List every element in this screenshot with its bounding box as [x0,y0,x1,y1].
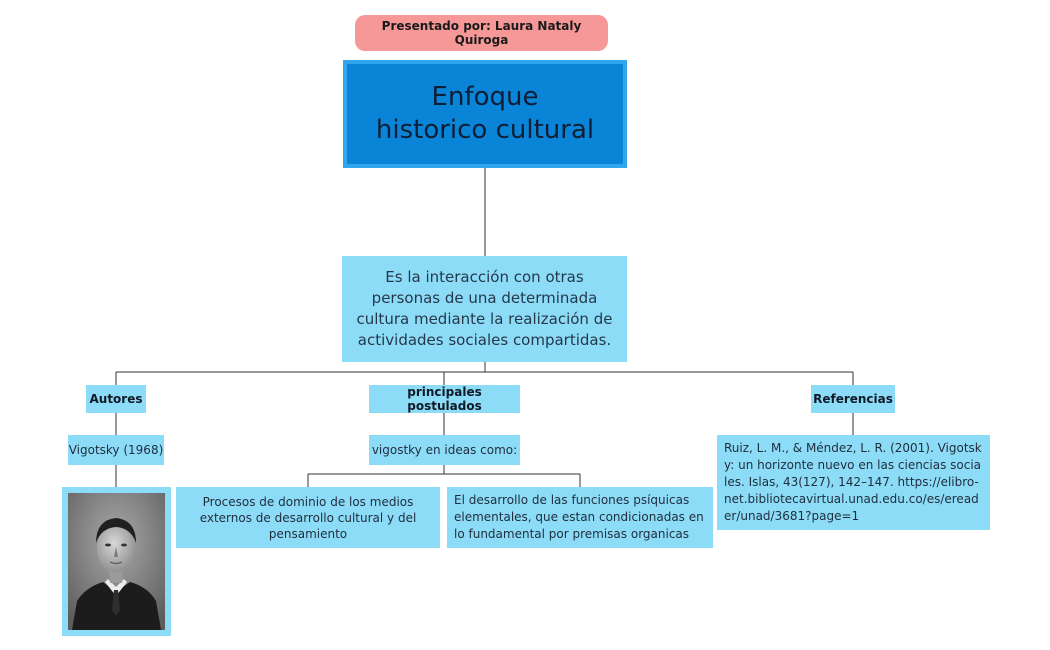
referencias-label: Referencias [813,392,893,406]
presenter-label: Presentado por: Laura Nataly Quiroga [381,19,582,47]
ideas-intro-node[interactable]: vigostky en ideas como: [369,435,520,465]
autores-label: Autores [89,392,143,406]
author-node[interactable]: Vigotsky (1968) [68,435,164,465]
portrait-photo [68,493,165,630]
portrait-frame[interactable] [62,487,171,636]
presenter-badge[interactable]: Presentado por: Laura Nataly Quiroga [355,15,608,51]
autores-node[interactable]: Autores [86,385,146,413]
central-topic-title: Enfoque historico cultural [375,82,595,145]
reference-text: Ruiz, L. M., & Méndez, L. R. (2001). Vig… [724,441,982,523]
ideas-intro-text: vigostky en ideas como: [371,443,518,457]
author-name: Vigotsky (1968) [68,443,164,457]
central-topic-node[interactable]: Enfoque historico cultural [343,60,627,168]
referencias-node[interactable]: Referencias [811,385,895,413]
postulate-text-2: El desarrollo de las funciones psíquicas… [454,493,704,541]
definition-node[interactable]: Es la interacción con otras personas de … [342,256,627,362]
postulate-node-2[interactable]: El desarrollo de las funciones psíquicas… [447,487,713,548]
postulate-node-1[interactable]: Procesos de dominio de los medios extern… [176,487,440,548]
postulate-text-1: Procesos de dominio de los medios extern… [199,494,417,541]
reference-node[interactable]: Ruiz, L. M., & Méndez, L. R. (2001). Vig… [717,435,990,530]
postulados-label: principales postulados [407,385,482,413]
postulados-node[interactable]: principales postulados [369,385,520,413]
definition-text: Es la interacción con otras personas de … [356,268,613,349]
